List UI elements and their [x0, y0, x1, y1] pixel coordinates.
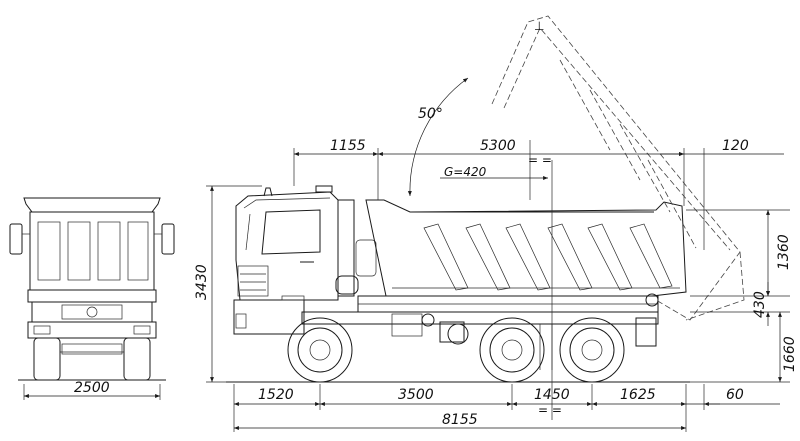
- dim-wheelbase: 3500: [398, 387, 434, 403]
- dim-overall-length: 8155: [442, 412, 478, 428]
- dim-rear-gap: 60: [726, 387, 744, 403]
- svg-text:⊥: ⊥: [534, 19, 544, 33]
- tipped-body-outline: ⊥: [491, 15, 745, 321]
- dim-front-width: 2500: [74, 380, 110, 396]
- right-dimensions: 1360 430 1660: [686, 209, 798, 383]
- front-wheel: [287, 317, 353, 383]
- cog-label: G=420: [444, 165, 487, 179]
- bottom-dimensions: 1520 3500 1450 1625 60 8155: [233, 384, 780, 432]
- equal-mark-bottom: = =: [538, 403, 562, 417]
- rear-wheel-1: [479, 317, 545, 383]
- height-dimension: 3430: [194, 185, 262, 383]
- rear-wheel-2: [559, 317, 625, 383]
- front-view: 2500: [9, 197, 175, 400]
- dim-overall-height: 3430: [194, 264, 210, 300]
- dim-body-side-height: 1360: [776, 234, 792, 270]
- tipping-angle-label: 50°: [418, 106, 443, 122]
- dim-frame-height: 1660: [782, 336, 798, 372]
- dim-bogie: 1450: [534, 387, 570, 403]
- dim-body-length: 5300: [480, 138, 516, 154]
- dim-cab-to-body: 1155: [330, 138, 366, 154]
- tipping-angle: 50°: [407, 77, 469, 197]
- dim-front-overhang: 1520: [258, 387, 294, 403]
- equal-mark-top: = =: [528, 153, 552, 167]
- center-marks: = = = = G=420: [440, 140, 562, 420]
- dim-rear-projection: 120: [722, 138, 749, 154]
- dim-subframe-height: 430: [752, 291, 768, 318]
- dim-rear-overhang: 1625: [620, 387, 656, 403]
- chassis: [301, 311, 659, 370]
- truck-cab: [233, 185, 377, 335]
- dump-body: [357, 199, 687, 313]
